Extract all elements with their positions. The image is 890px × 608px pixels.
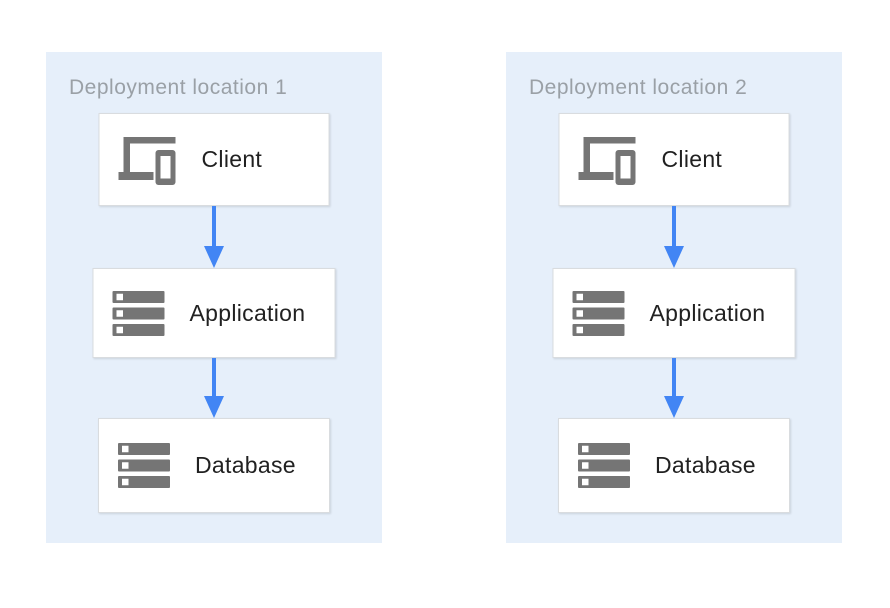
node-database: Database (558, 418, 790, 513)
down-arrow-icon (204, 206, 224, 268)
down-arrow-icon (664, 206, 684, 268)
down-arrow-icon (204, 358, 224, 418)
server-rack-icon (572, 290, 625, 336)
panel-title: Deployment location 1 (69, 76, 288, 99)
panel-title: Deployment location 2 (529, 76, 748, 99)
node-label: Application (649, 299, 766, 326)
deployment-panel-2: Deployment location 2 Client (506, 52, 842, 543)
node-application: Application (92, 268, 336, 358)
node-label: Application (189, 299, 306, 326)
node-label: Database (655, 452, 756, 478)
devices-icon (118, 135, 177, 185)
node-label: Database (195, 452, 296, 478)
server-rack-icon (112, 290, 165, 336)
down-arrow-icon (664, 358, 684, 418)
devices-icon (578, 135, 637, 185)
node-client: Client (558, 113, 790, 206)
node-client: Client (98, 113, 330, 206)
node-application: Application (552, 268, 796, 358)
node-database: Database (98, 418, 330, 513)
node-label: Client (201, 146, 263, 172)
deployment-panel-1: Deployment location 1 Client (46, 52, 382, 543)
node-label: Client (661, 146, 723, 172)
server-rack-icon (118, 443, 170, 488)
server-rack-icon (578, 443, 630, 488)
